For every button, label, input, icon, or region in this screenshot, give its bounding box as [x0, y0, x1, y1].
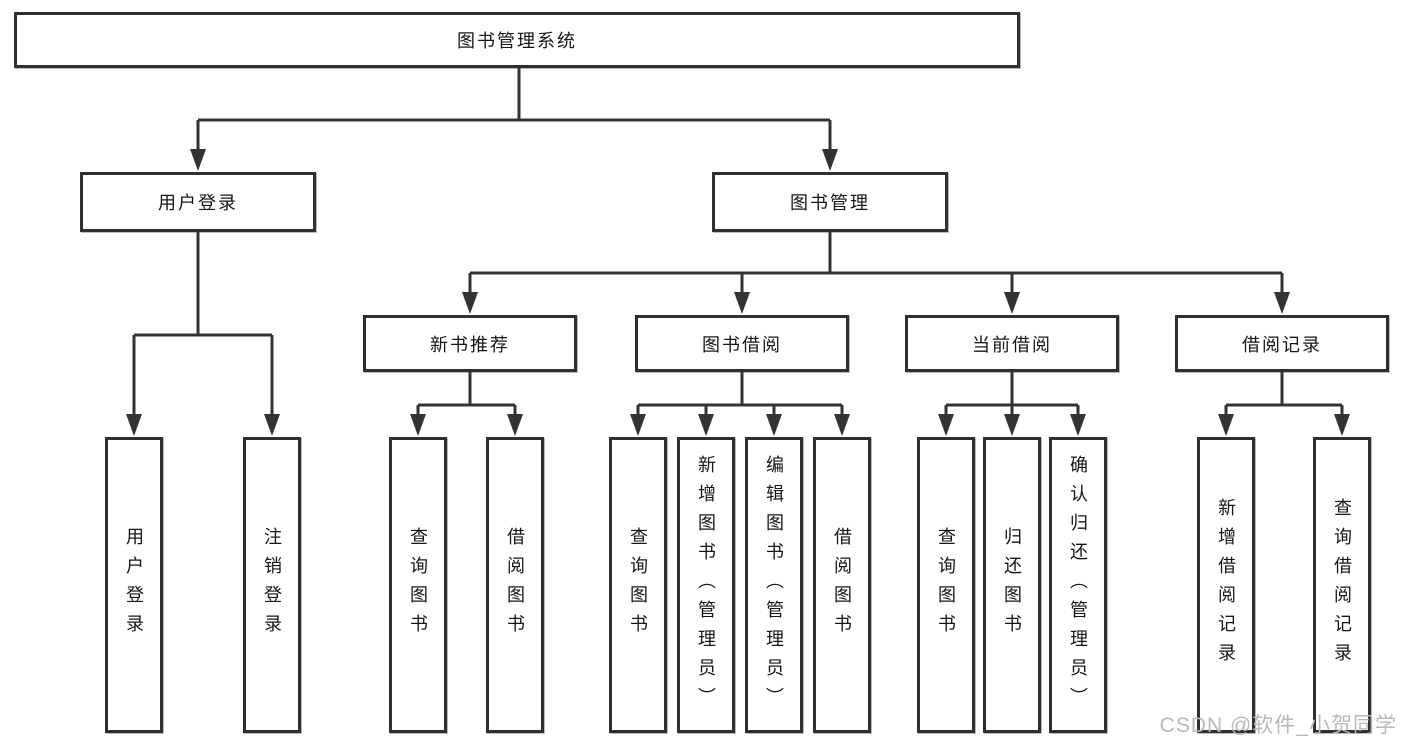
- leaf-current-query-books: 查询图书: [917, 437, 975, 733]
- arrowheads-user-login-leaves: [126, 414, 280, 436]
- node-new-book-recommendation: 新书推荐: [363, 315, 577, 372]
- leaf-borrowing-edit-books-admin: 编辑图书（管理员）: [745, 437, 803, 733]
- node-borrowing-records: 借阅记录: [1175, 315, 1389, 372]
- leaf-borrowing-borrow-books: 借阅图书: [813, 437, 871, 733]
- arrowheads-level3: [462, 292, 1290, 314]
- watermark: CSDN @软件_小贺同学: [1159, 714, 1397, 737]
- leaf-recommend-query-books: 查询图书: [389, 437, 447, 733]
- leaf-current-confirm-return-admin: 确认归还（管理员）: [1049, 437, 1107, 733]
- connector-current-borrowing-to-leaves: [944, 372, 1080, 416]
- leaf-logout: 注销登录: [243, 437, 301, 733]
- node-user-login: 用户登录: [80, 172, 316, 232]
- leaf-records-add-borrow-record: 新增借阅记录: [1197, 437, 1255, 733]
- arrowheads-leaf-row: [410, 414, 1350, 436]
- leaf-borrowing-query-books: 查询图书: [609, 437, 667, 733]
- connector-new-book-recommendation-to-leaves: [416, 372, 517, 416]
- node-book-borrowing: 图书借阅: [635, 315, 849, 372]
- arrowheads-level2: [190, 149, 838, 171]
- leaf-user-login: 用户登录: [105, 437, 163, 733]
- connector-book-borrowing-to-leaves: [636, 372, 844, 416]
- leaf-recommend-borrow-books: 借阅图书: [486, 437, 544, 733]
- leaf-records-query-borrow-record: 查询借阅记录: [1313, 437, 1371, 733]
- leaf-borrowing-add-books-admin: 新增图书（管理员）: [677, 437, 735, 733]
- leaf-current-return-books: 归还图书: [983, 437, 1041, 733]
- node-current-borrowing: 当前借阅: [905, 315, 1119, 372]
- connector-borrowing-records-to-leaves: [1224, 372, 1344, 416]
- connector-book-management-to-level3: [468, 232, 1284, 294]
- node-library-management-system: 图书管理系统: [14, 12, 1020, 68]
- connector-root-to-level2: [196, 68, 832, 151]
- node-book-management: 图书管理: [712, 172, 948, 232]
- connector-user-login-to-leaves: [132, 232, 274, 416]
